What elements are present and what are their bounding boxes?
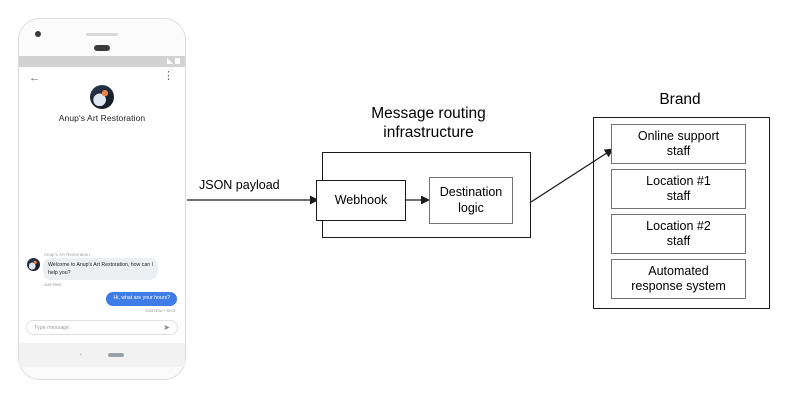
- brand-item-1-line1: Location #1: [646, 173, 711, 188]
- phone-mockup: ← ⋮ Anup's Art Restoration Anup's Art Re…: [18, 18, 186, 380]
- brand-container: [593, 117, 770, 309]
- message-bubble-incoming: Welcome to Anup's Art Restoration, how c…: [43, 258, 158, 281]
- brand-item-2-line1: Location #2: [646, 218, 711, 233]
- chat-thread: Anup's Art Restoration Welcome to Anup's…: [19, 252, 185, 313]
- brand-item-0-line2: staff: [666, 144, 691, 158]
- front-camera-icon: [35, 31, 41, 37]
- status-icons: [167, 58, 180, 64]
- brand-item-automated-response-system[interactable]: Automated response system: [611, 259, 746, 299]
- destination-logic-line1: Destination: [439, 185, 503, 200]
- brand-name-label: Anup's Art Restoration: [58, 113, 146, 123]
- infrastructure-title-line2: infrastructure: [383, 123, 474, 141]
- infrastructure-title-line1: Message routing: [371, 105, 486, 122]
- destination-logic-node[interactable]: Destination logic: [429, 177, 513, 224]
- conversation-header: Anup's Art Restoration: [19, 85, 185, 123]
- brand-item-3-line2: response system: [631, 279, 726, 293]
- brand-item-0-line1: Online support: [637, 128, 720, 143]
- destination-logic-line2: logic: [458, 200, 484, 215]
- app-bar: ← ⋮: [19, 67, 185, 89]
- speaker-grille: [86, 33, 118, 36]
- message-avatar: [27, 258, 40, 272]
- message-outgoing: Hi, what are your hours? Just Now • Sent: [27, 292, 177, 313]
- signal-triangle-icon: [167, 58, 173, 64]
- brand-item-label: Location #1 staff: [646, 174, 711, 205]
- nav-home-pill[interactable]: [108, 353, 124, 357]
- infrastructure-title: Message routing infrastructure: [336, 105, 521, 142]
- android-nav-bar: ‹: [19, 343, 185, 367]
- status-bar: [19, 56, 185, 67]
- message-timestamp-outgoing: Just Now • Sent: [145, 308, 175, 313]
- message-sender-label: Anup's Art Restoration: [44, 251, 90, 257]
- message-incoming: Anup's Art Restoration Welcome to Anup's…: [27, 251, 177, 288]
- webhook-label: Webhook: [334, 192, 388, 207]
- message-bubble-outgoing: Hi, what are your hours?: [106, 292, 177, 306]
- phone-screen: ← ⋮ Anup's Art Restoration Anup's Art Re…: [19, 56, 185, 343]
- brand-title: Brand: [605, 91, 755, 110]
- brand-item-location-1-staff[interactable]: Location #1 staff: [611, 169, 746, 209]
- brand-item-location-2-staff[interactable]: Location #2 staff: [611, 214, 746, 254]
- brand-item-label: Location #2 staff: [646, 219, 711, 250]
- battery-icon: [175, 58, 180, 64]
- destination-logic-label: Destination logic: [440, 185, 503, 216]
- brand-title-label: Brand: [659, 91, 701, 108]
- edge-label-json-payload: JSON payload: [199, 178, 280, 192]
- more-vertical-icon[interactable]: ⋮: [163, 70, 174, 82]
- brand-item-label: Automated response system: [631, 264, 725, 295]
- brand-item-online-support-staff[interactable]: Online support staff: [611, 124, 746, 164]
- earpiece-icon: [94, 45, 110, 51]
- brand-item-1-line2: staff: [666, 189, 691, 203]
- brand-item-3-line1: Automated: [648, 263, 709, 278]
- back-arrow-icon[interactable]: ←: [29, 72, 40, 84]
- brand-item-2-line2: staff: [666, 234, 691, 248]
- send-paper-plane-icon[interactable]: ➤: [163, 322, 170, 332]
- webhook-node[interactable]: Webhook: [316, 180, 406, 221]
- brand-item-label: Online support staff: [638, 129, 719, 160]
- brand-avatar-icon: [90, 85, 114, 109]
- message-timestamp-incoming: Just Now: [44, 282, 62, 288]
- message-composer[interactable]: Type message ➤: [26, 320, 178, 335]
- nav-back-icon[interactable]: ‹: [80, 352, 82, 358]
- message-input-placeholder[interactable]: Type message: [34, 324, 70, 331]
